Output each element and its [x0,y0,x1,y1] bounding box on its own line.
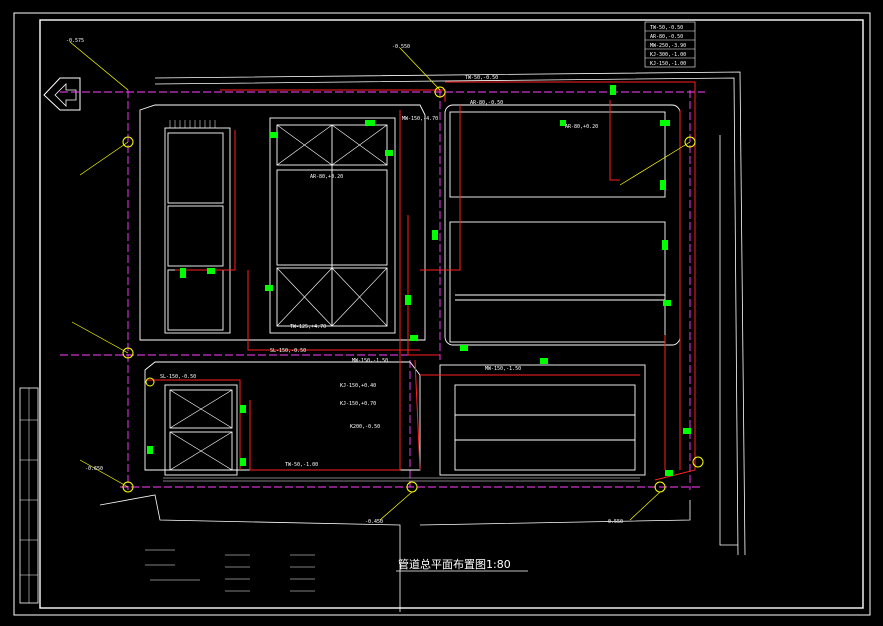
elevation-label-3: -0.450 [365,519,383,525]
pipe-label-mw-top: MW-150,-4.70 [402,116,438,122]
legend-block: TW-50,-0.50 AR-80,-0.50 MW-250,-3.90 KJ-… [644,21,696,68]
pipe-label-sl-left: SL-150,-0.50 [160,374,196,380]
pipe-label-ar-mid: AR-80,+0.20 [310,174,343,180]
elevation-label-2: -0.550 [392,44,410,50]
pipe-label-tw-mid: TW-125,+4.70 [290,324,326,330]
sheet-outer-border [13,12,871,616]
pipe-label-sl-mid: SL-150,-0.50 [270,348,306,354]
stair-hatch [163,120,640,482]
legend-line-5: KJ-150,-1.00 [650,61,686,67]
leader-lines [69,41,691,521]
pipe-label-kj-b: KJ-150,+0.70 [340,401,376,407]
site-boundary [99,71,746,612]
north-arrow-icon [43,77,81,111]
pipe-label-ar-top: AR-80,-0.50 [470,100,503,106]
pipe-label-ar-right: AR-80,+0.20 [565,124,598,130]
pipe-label-mw-right: MW-150,-1.50 [485,366,521,372]
pipe-label-kj-a: KJ-150,+0.40 [340,383,376,389]
legend-line-4: KJ-300,-1.00 [650,52,686,58]
red-pipe-network [145,81,696,481]
bottom-legend-symbols [145,549,315,592]
legend-line-3: MW-250,-3.90 [650,43,686,49]
legend-line-1: TW-50,-0.50 [650,25,683,31]
pipe-label-tw-top: TW-50,-0.50 [465,75,498,81]
elevation-label-4: -0.550 [605,519,623,525]
legend-line-2: AR-80,-0.50 [650,34,683,40]
pipe-label-tw-bottom: TW-50,-1.00 [285,462,318,468]
tank-diagonals [169,124,388,471]
yellow-manholes [122,86,704,493]
sheet-inner-border [39,19,864,609]
elevation-label-1: -0.575 [66,38,84,44]
drawing-title: 管道总平面布置图1:80 [398,557,511,571]
magenta-property-lines [60,90,705,490]
elevation-label-5: -0.650 [85,466,103,472]
green-valve-tags [147,85,691,476]
pipe-label-k200: K200,-0.50 [350,424,380,430]
pipe-label-mw-mid: MW-150,-1.50 [352,358,388,364]
